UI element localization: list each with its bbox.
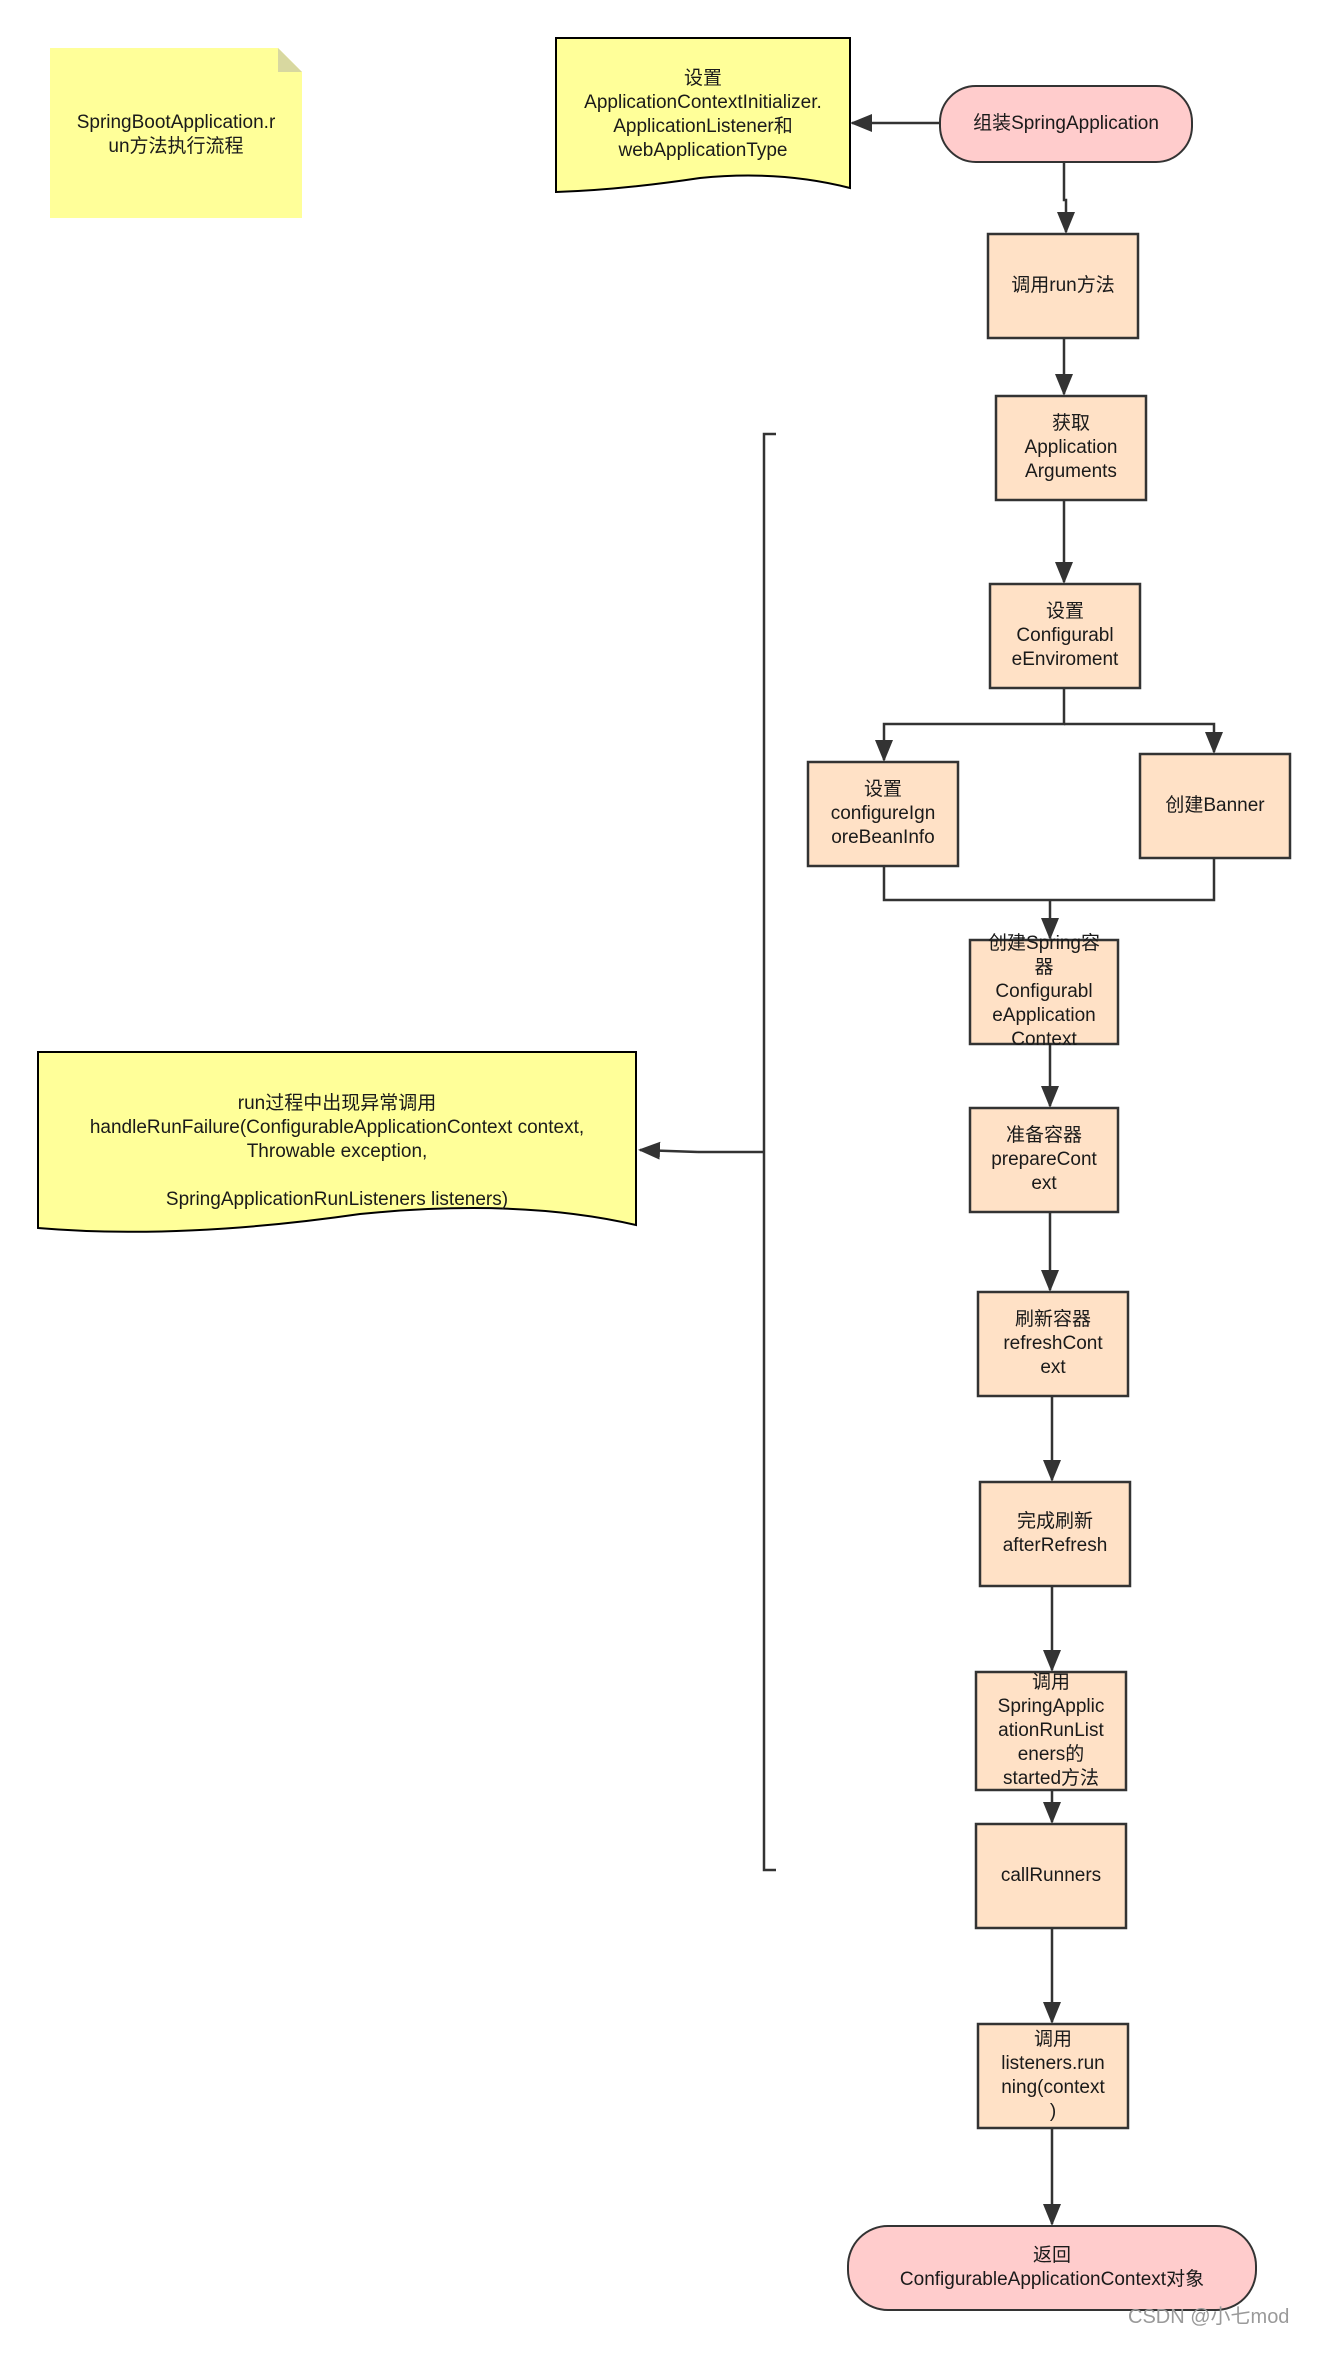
exception-arrow: [638, 1141, 699, 1160]
step-create-context-shape: [968, 938, 1120, 1046]
title-note-shape: [50, 48, 302, 218]
connectors: [875, 162, 1223, 2226]
step-listeners-running-shape: [976, 2022, 1130, 2130]
step-get-args-shape: [994, 394, 1148, 502]
step-call-run-shape: [986, 232, 1140, 340]
step-set-env-label: 设置 Configurabl eEnviroment: [1011, 601, 1119, 670]
step-return-shape: [847, 2225, 1257, 2311]
step-banner-shape: [1138, 752, 1292, 860]
step-ignore-beaninfo-label: 设置 configureIgn oreBeanInfo: [830, 779, 936, 848]
exception-note-text: run过程中出现异常调用 handleRunFailure(Configurab…: [89, 1093, 585, 1210]
step-ignore-beaninfo-shape: [806, 760, 960, 868]
step-call-run-label: 调用run方法: [1011, 275, 1115, 296]
exception-note-shape: [37, 1051, 637, 1233]
side-note-top-shape: [555, 37, 851, 194]
step-call-runners-shape: [974, 1822, 1128, 1930]
title-note-text: SpringBootApplication.r un方法执行流程: [76, 112, 276, 157]
step-return-label: 返回 ConfigurableApplicationContext对象: [899, 2245, 1205, 2290]
step-prepare-context-shape: [968, 1106, 1120, 1214]
step-create-context-label: 创建Spring容 器 Configurabl eApplication Con…: [988, 933, 1100, 1050]
edge-assemble-run: [1057, 162, 1075, 234]
run-bracket: [762, 432, 776, 1872]
step-listeners-running-label: 调用 listeners.run ning(context ): [1001, 2029, 1105, 2122]
watermark: CSDN @小七mod: [1128, 2306, 1290, 2328]
step-banner-label: 创建Banner: [1165, 795, 1265, 816]
step-get-args-label: 获取 Application Arguments: [1024, 413, 1118, 482]
step-after-refresh-shape: [978, 1480, 1132, 1588]
step-prepare-context-label: 准备容器 prepareCont ext: [991, 1125, 1097, 1194]
step-refresh-context-label: 刷新容器 refreshCont ext: [1003, 1309, 1103, 1378]
step-listeners-started-label: 调用 SpringApplic ationRunList eners的 star…: [997, 1672, 1105, 1789]
step-assemble-label: 组装SpringApplication: [973, 113, 1159, 134]
step-call-runners-label: callRunners: [1000, 1865, 1102, 1886]
step-after-refresh-label: 完成刷新 afterRefresh: [1002, 1511, 1108, 1556]
edge-env-split: [875, 688, 1066, 762]
step-refresh-context-shape: [976, 1290, 1130, 1398]
side-note-top-text: 设置 ApplicationContextInitializer. Applic…: [584, 68, 822, 161]
step-listeners-started-shape: [974, 1670, 1128, 1792]
edge-env-banner: [1064, 722, 1223, 754]
step-set-env-shape: [988, 582, 1142, 690]
